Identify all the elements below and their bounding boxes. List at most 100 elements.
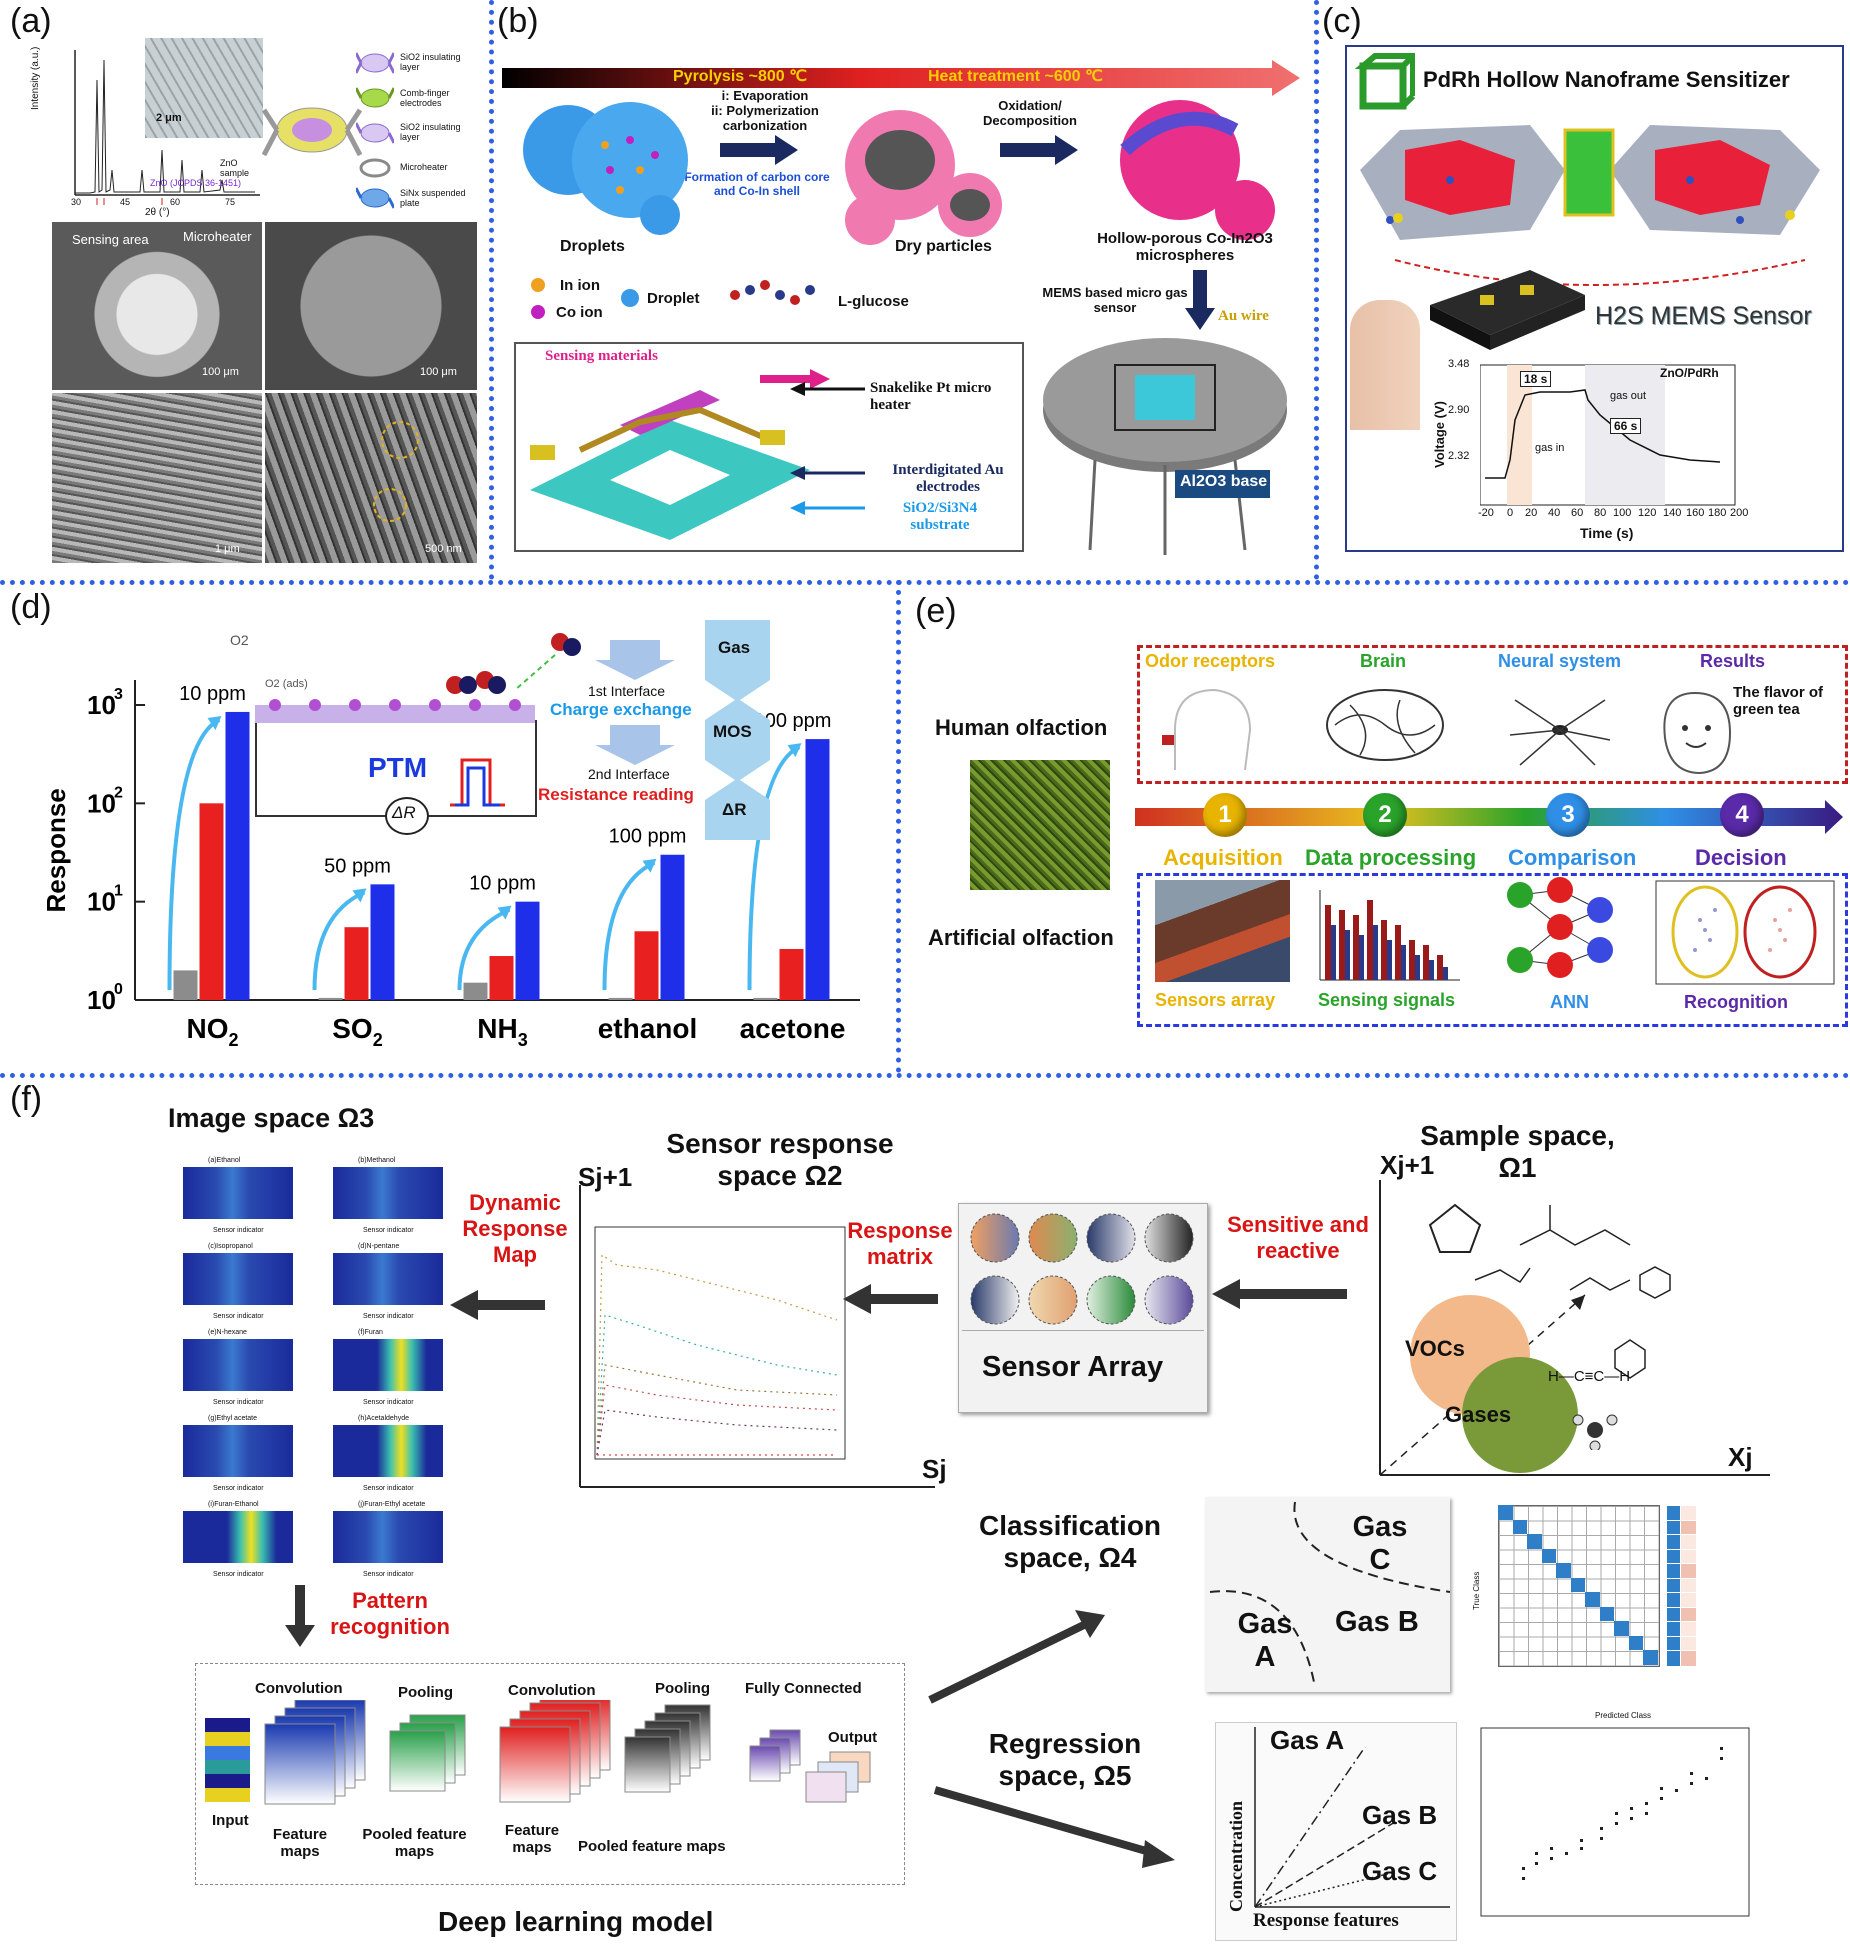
- artificial-olfaction-label: Artificial olfaction: [928, 925, 1114, 950]
- pred-class-label: Predicted Class: [1595, 1711, 1652, 1720]
- heatmap-1: [183, 1167, 293, 1219]
- panel-label-a: (a): [10, 2, 52, 40]
- regression-gas-b-label: Gas B: [1362, 1800, 1438, 1830]
- sensor-schematic-image: [530, 390, 810, 540]
- step1-label: i: Evaporation ii: Polymerization carbon…: [711, 88, 819, 133]
- xtick: 180: [1708, 507, 1727, 519]
- nanoframe-cube-icon: [1355, 53, 1415, 110]
- pooling1-label: Pooling: [398, 1684, 453, 1701]
- heater-label: Snakelike Pt micro heater: [870, 380, 992, 413]
- nanoframe-title: PdRh Hollow Nanoframe Sensitizer: [1423, 67, 1790, 92]
- bar: [173, 970, 198, 1000]
- pooled-maps2-label: Pooled feature maps: [578, 1838, 726, 1855]
- bar: [199, 803, 224, 1000]
- y-tick-exponent: 0: [114, 981, 123, 998]
- arrow-down-to-dl: [285, 1585, 315, 1647]
- sem-image-sensing-area: [52, 222, 262, 390]
- legend-icon-4: [359, 158, 391, 178]
- legend-text-3: SiO2 insulating layer: [400, 122, 461, 142]
- confusion-diagonal-cell: [1585, 1592, 1600, 1607]
- input-label: Input: [212, 1812, 249, 1829]
- heatmap-title: (e)N-hexane: [208, 1329, 247, 1336]
- confusion-diagonal-cell: [1643, 1650, 1658, 1665]
- regression-gas-c-label: Gas C: [1362, 1856, 1438, 1886]
- heatmap-title: (c)Isopropanol: [208, 1243, 253, 1250]
- bar: [805, 739, 830, 1000]
- bar: [344, 927, 369, 1000]
- resistance-label: Resistance reading: [538, 785, 694, 804]
- oxidation-label: Oxidation/ Decomposition: [983, 98, 1077, 128]
- xtick: 20: [1525, 507, 1538, 519]
- sensor-array-divider: [962, 1330, 1204, 1331]
- droplet-label: Droplet: [647, 290, 700, 307]
- step-label-1: Acquisition: [1163, 845, 1283, 870]
- t66-label: 66 s: [1610, 418, 1642, 434]
- diagonal-arrows: [928, 1610, 1175, 1868]
- heatmap-title: (a)Ethanol: [208, 1157, 241, 1164]
- scale-bar-1: 100 μm: [202, 366, 239, 378]
- neuron-icon: [1509, 699, 1611, 766]
- sj1-label: Sj+1: [578, 1162, 633, 1192]
- xtick: 0: [1507, 507, 1514, 519]
- glucose-label: L-glucose: [838, 293, 909, 310]
- xrd-xlabel: 2θ (°): [145, 207, 170, 218]
- delta-r-label: ΔR: [392, 803, 416, 822]
- dynamic-response-label: Dynamic Response Map: [462, 1190, 568, 1267]
- sensing-materials-label: Sensing materials: [545, 348, 658, 364]
- xrd-ylabel: Intensity (a.u.): [30, 46, 41, 110]
- y-tick-exponent: 2: [114, 784, 123, 801]
- alkyne-label: H—C≡C—H: [1548, 1368, 1631, 1385]
- interface1-label: 1st Interface: [588, 683, 666, 699]
- al2o3-label: Al2O3 base: [1180, 473, 1268, 490]
- regression-title: Regression space, Ω5: [988, 1728, 1142, 1791]
- t18-label: 18 s: [1520, 371, 1552, 387]
- dr-box-label: ΔR: [722, 800, 747, 819]
- regression-scatter-plot: [1480, 1727, 1750, 1917]
- legend-icon-1: [356, 52, 394, 74]
- bar: [463, 982, 488, 1000]
- output-label: Output: [828, 1729, 878, 1746]
- ytick-290: 2.90: [1448, 404, 1470, 416]
- human-box: [1137, 645, 1848, 784]
- bar: [608, 997, 633, 1000]
- heatmap-5: [183, 1339, 293, 1391]
- heatmap-xlabel: Sensor indicator: [363, 1485, 414, 1492]
- schematic-arrows: [760, 369, 865, 515]
- mems-device-icon: [262, 107, 362, 157]
- legend-text-2: Comb-finger electrodes: [400, 88, 450, 108]
- gas-in-label: gas in: [1535, 442, 1565, 454]
- vocs-label: VOCs: [1405, 1336, 1465, 1361]
- sensor-response-title: Sensor response space Ω2: [666, 1128, 894, 1191]
- response-curves-plot: [579, 1185, 935, 1488]
- heat-treatment-label: Heat treatment ~600 ℃: [928, 68, 1103, 85]
- sem-inset-image: [145, 38, 263, 138]
- arrow-to-image-space: [450, 1290, 545, 1320]
- convolution1-label: Convolution: [255, 1680, 343, 1697]
- category-label: NH3: [477, 1013, 527, 1050]
- heatmap-title: (f)Furan: [358, 1329, 383, 1336]
- true-class-label: True Class: [1472, 1571, 1481, 1610]
- charge-exchange-label: Charge exchange: [550, 700, 692, 719]
- down-arrow-icon: [1185, 270, 1215, 330]
- gas-molecules: [446, 633, 581, 694]
- hollow-label: Hollow-porous Co-In2O3 microspheres: [1097, 230, 1273, 264]
- concentration-label: 100 ppm: [609, 826, 687, 848]
- h2s-sensor-label: H2S MEMS Sensor: [1595, 302, 1812, 330]
- concentration-label: 10 ppm: [469, 873, 536, 895]
- pyrolysis-label: Pyrolysis ~800 ℃: [673, 68, 808, 85]
- electrodes-label: Interdigitated Au electrodes: [892, 462, 1004, 495]
- bar: [225, 711, 250, 1000]
- step-label-3: Comparison: [1508, 845, 1637, 870]
- heatmap-title: (j)Furan-Ethyl acetate: [358, 1501, 426, 1508]
- brain-label: Brain: [1360, 651, 1407, 671]
- bar: [753, 997, 778, 1000]
- sensors-array-label: Sensors array: [1155, 990, 1276, 1010]
- ptm-label: PTM: [368, 752, 428, 783]
- category-label: acetone: [740, 1013, 846, 1044]
- step-label-4: Decision: [1695, 845, 1787, 870]
- response-matrix-label: Response matrix: [847, 1218, 953, 1269]
- ann-icon: [1507, 877, 1613, 978]
- bar: [634, 931, 659, 1000]
- step-circle-3: 3: [1546, 793, 1590, 837]
